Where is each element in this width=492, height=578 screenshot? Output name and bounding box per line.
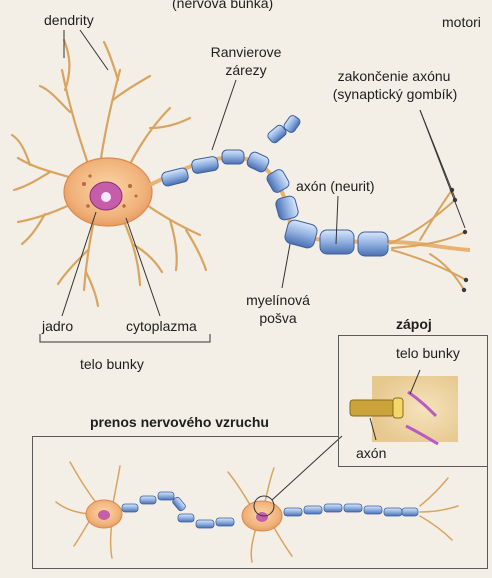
cell-body-label: telo bunky <box>80 356 144 372</box>
synapse-cell-body-label: telo bunky <box>396 345 460 361</box>
terminal-label-line1: zakončenie axónu <box>314 68 474 84</box>
ranvier-label-line1: Ranvierove <box>198 44 294 60</box>
transmission-frame <box>32 436 488 569</box>
myelin-sheath <box>161 150 388 256</box>
axon-label: axón (neurit) <box>296 178 375 194</box>
myelin-label-line1: myelínová <box>236 292 320 308</box>
myelin-label-line2: pošva <box>236 310 320 326</box>
top-title-fragment: (nervová bunka) <box>172 0 273 11</box>
nucleus-label: jadro <box>42 318 73 334</box>
synapse-title: zápoj <box>396 316 432 332</box>
terminal-label-line2: (synaptický gombík) <box>312 86 478 102</box>
transmission-title: prenos nervového vzruchu <box>90 414 269 430</box>
nucleolus <box>101 192 111 202</box>
motor-fragment-label: motori <box>442 14 481 30</box>
dendrites-label: dendrity <box>44 12 94 28</box>
cytoplasm-label: cytoplazma <box>126 318 197 334</box>
axon-terminals <box>388 190 466 290</box>
ranvier-label-line2: zárezy <box>198 62 294 78</box>
dendrite-label-leaders <box>64 30 108 70</box>
myelin-upper-loop <box>266 114 301 144</box>
